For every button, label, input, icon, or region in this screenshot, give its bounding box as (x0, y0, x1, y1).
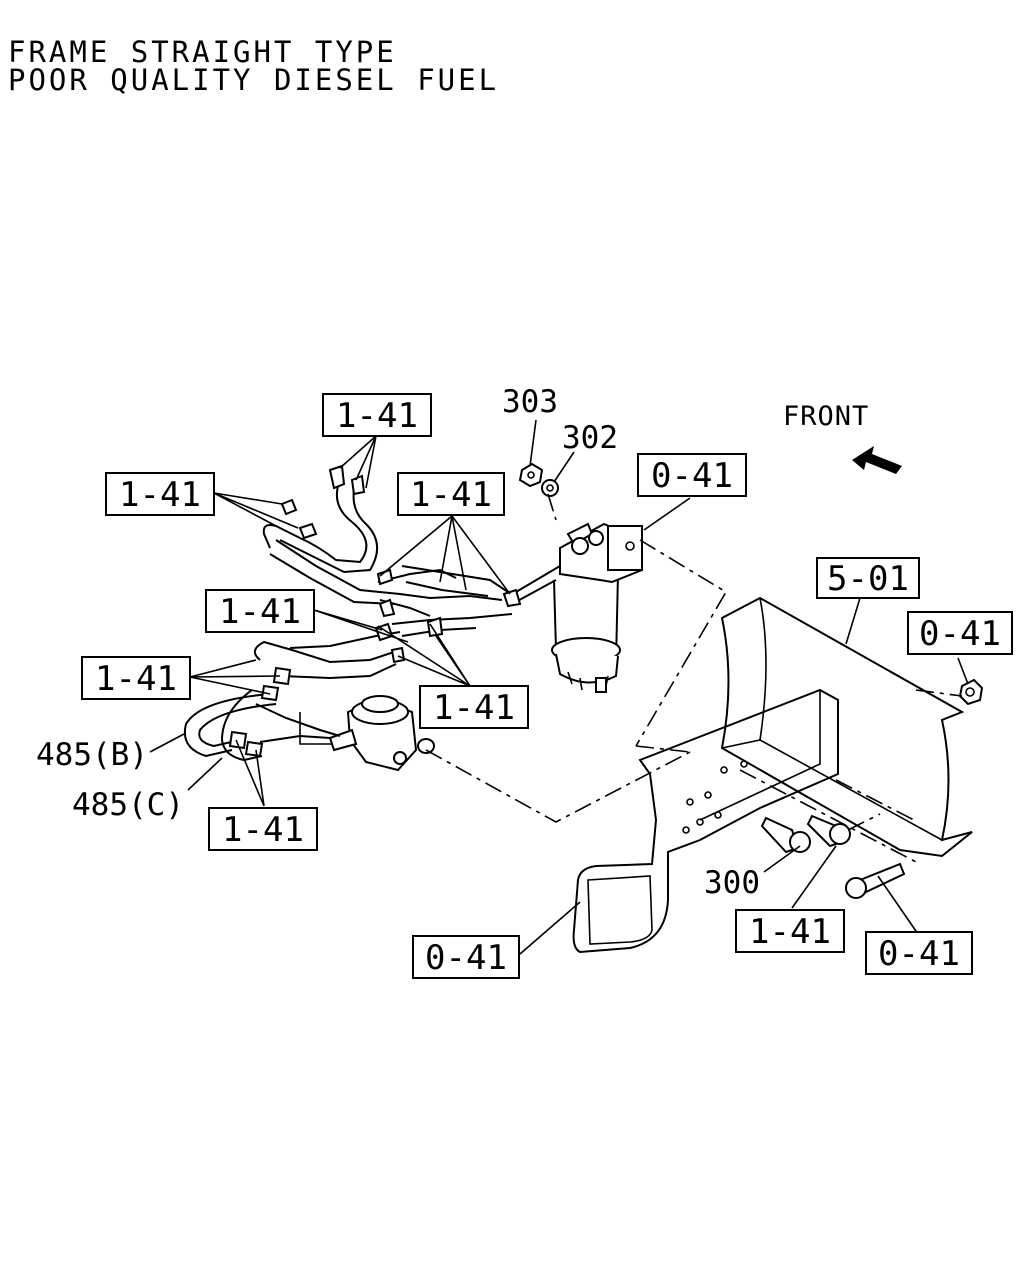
callout-c9: 0-41 (907, 611, 1013, 655)
nut-303 (518, 462, 544, 488)
callout-c11: 0-41 (412, 935, 520, 979)
callout-c9-text: 0-41 (919, 614, 1001, 654)
filter-bracket (572, 688, 839, 954)
assembly-lines (425, 493, 963, 863)
callout-c5: 1-41 (205, 589, 315, 633)
bolt-1-41 (806, 814, 851, 848)
callout-c3-text: 1-41 (410, 475, 492, 515)
callout-c6-text: 1-41 (95, 659, 177, 699)
part-number-302: 302 (562, 420, 618, 456)
leader-lines (149, 419, 969, 955)
callout-c7: 1-41 (419, 685, 529, 729)
callout-c12: 1-41 (735, 909, 845, 953)
callout-c4: 0-41 (637, 453, 747, 497)
callout-c13: 0-41 (865, 931, 973, 975)
callout-c12-text: 1-41 (749, 912, 831, 952)
callout-c1-text: 1-41 (336, 396, 418, 436)
callout-c13-text: 0-41 (878, 934, 960, 974)
washer-302 (541, 479, 559, 497)
callout-c6: 1-41 (81, 656, 191, 700)
part-number-300: 300 (704, 865, 760, 901)
part-number-485b: 485(B) (36, 737, 148, 773)
callout-c10-text: 1-41 (222, 810, 304, 850)
part-number-303: 303 (502, 384, 558, 420)
bolt-0-41 (845, 862, 906, 899)
bolt-300 (760, 816, 811, 854)
callout-c2-text: 1-41 (119, 475, 201, 515)
priming-pump (328, 695, 435, 772)
title-line-2: POOR QUALITY DIESEL FUEL (8, 63, 499, 97)
callout-c3: 1-41 (397, 472, 505, 516)
arrow-left-icon (852, 446, 902, 474)
callout-c8: 5-01 (816, 557, 920, 599)
title-line-1: FRAME STRAIGHT TYPE (8, 35, 397, 69)
fuel-filter (551, 522, 644, 693)
nut-0-41 (958, 678, 984, 706)
callout-c7-text: 1-41 (433, 688, 515, 728)
front-label: FRONT (783, 401, 869, 432)
part-number-485c: 485(C) (72, 787, 184, 823)
callout-c4-text: 0-41 (651, 456, 733, 496)
callout-c10: 1-41 (208, 807, 318, 851)
frame-rail (720, 596, 973, 858)
callout-c11-text: 0-41 (425, 938, 507, 978)
callout-c8-text: 5-01 (827, 559, 909, 599)
callout-c1: 1-41 (322, 393, 432, 437)
callout-c5-text: 1-41 (219, 592, 301, 632)
callout-c2: 1-41 (105, 472, 215, 516)
